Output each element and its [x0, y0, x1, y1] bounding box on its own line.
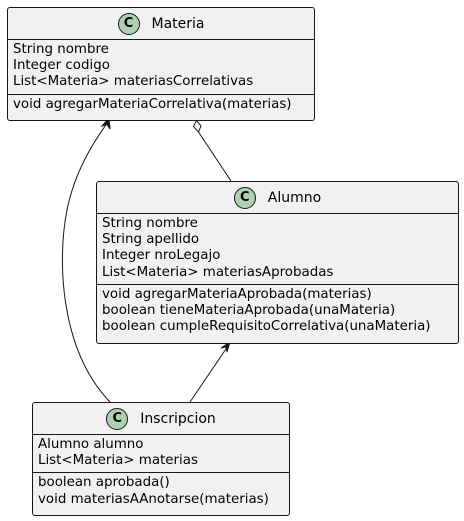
class-name: Materia — [151, 15, 205, 32]
class-methods: boolean aprobada() void materiasAAnotars… — [33, 473, 289, 510]
method: boolean cumpleRequisitoCorrelativa(unaMa… — [102, 319, 431, 335]
class-name: Alumno — [267, 189, 322, 206]
field: Alumno alumno — [38, 437, 144, 452]
method: void materiasAAnotarse(materias) — [38, 491, 269, 507]
class-header: C Materia — [8, 8, 314, 40]
field: Integer codigo — [13, 58, 110, 74]
class-methods: void agregarMateriaCorrelativa(materias) — [8, 95, 314, 116]
field: List<Materia> materias — [38, 453, 198, 469]
field: String apellido — [102, 232, 200, 248]
association-inscripcion-alumno — [189, 345, 229, 403]
class-fields: Alumno alumno List<Materia> materias — [33, 435, 289, 474]
method: void agregarMateriaCorrelativa(materias) — [13, 96, 292, 112]
method: boolean aprobada() — [38, 475, 170, 491]
field: String nombre — [102, 216, 198, 231]
class-name: Inscripcion — [140, 410, 216, 427]
field: List<Materia> materiasAprobadas — [102, 264, 334, 280]
class-fields: String nombre String apellido Integer nr… — [97, 214, 458, 285]
method: boolean tieneMateriaAprobada(unaMateria) — [102, 303, 396, 319]
class-header: C Inscripcion — [33, 403, 289, 435]
association-inscripcion-materia — [61, 121, 111, 403]
class-stereotype-icon: C — [117, 12, 140, 35]
class-methods: void agregarMateriaAprobada(materias) bo… — [97, 285, 458, 339]
arrowhead-alumno — [220, 340, 231, 353]
method: void agregarMateriaAprobada(materias) — [102, 286, 372, 302]
class-inscripcion[interactable]: C Inscripcion Alumno alumno List<Materia… — [32, 402, 290, 516]
class-stereotype-icon: C — [106, 407, 129, 430]
field: Integer nroLegajo — [102, 248, 221, 264]
aggregation-materia-alumno — [197, 130, 232, 182]
class-stereotype-icon: C — [233, 186, 256, 209]
class-header: C Alumno — [97, 182, 458, 214]
aggregation-diamond — [192, 119, 202, 133]
field: List<Materia> materiasCorrelativas — [13, 74, 254, 90]
field: String nombre — [13, 42, 109, 57]
class-fields: String nombre Integer codigo List<Materi… — [8, 40, 314, 95]
class-materia[interactable]: C Materia String nombre Integer codigo L… — [7, 7, 315, 121]
class-alumno[interactable]: C Alumno String nombre String apellido I… — [96, 181, 459, 344]
